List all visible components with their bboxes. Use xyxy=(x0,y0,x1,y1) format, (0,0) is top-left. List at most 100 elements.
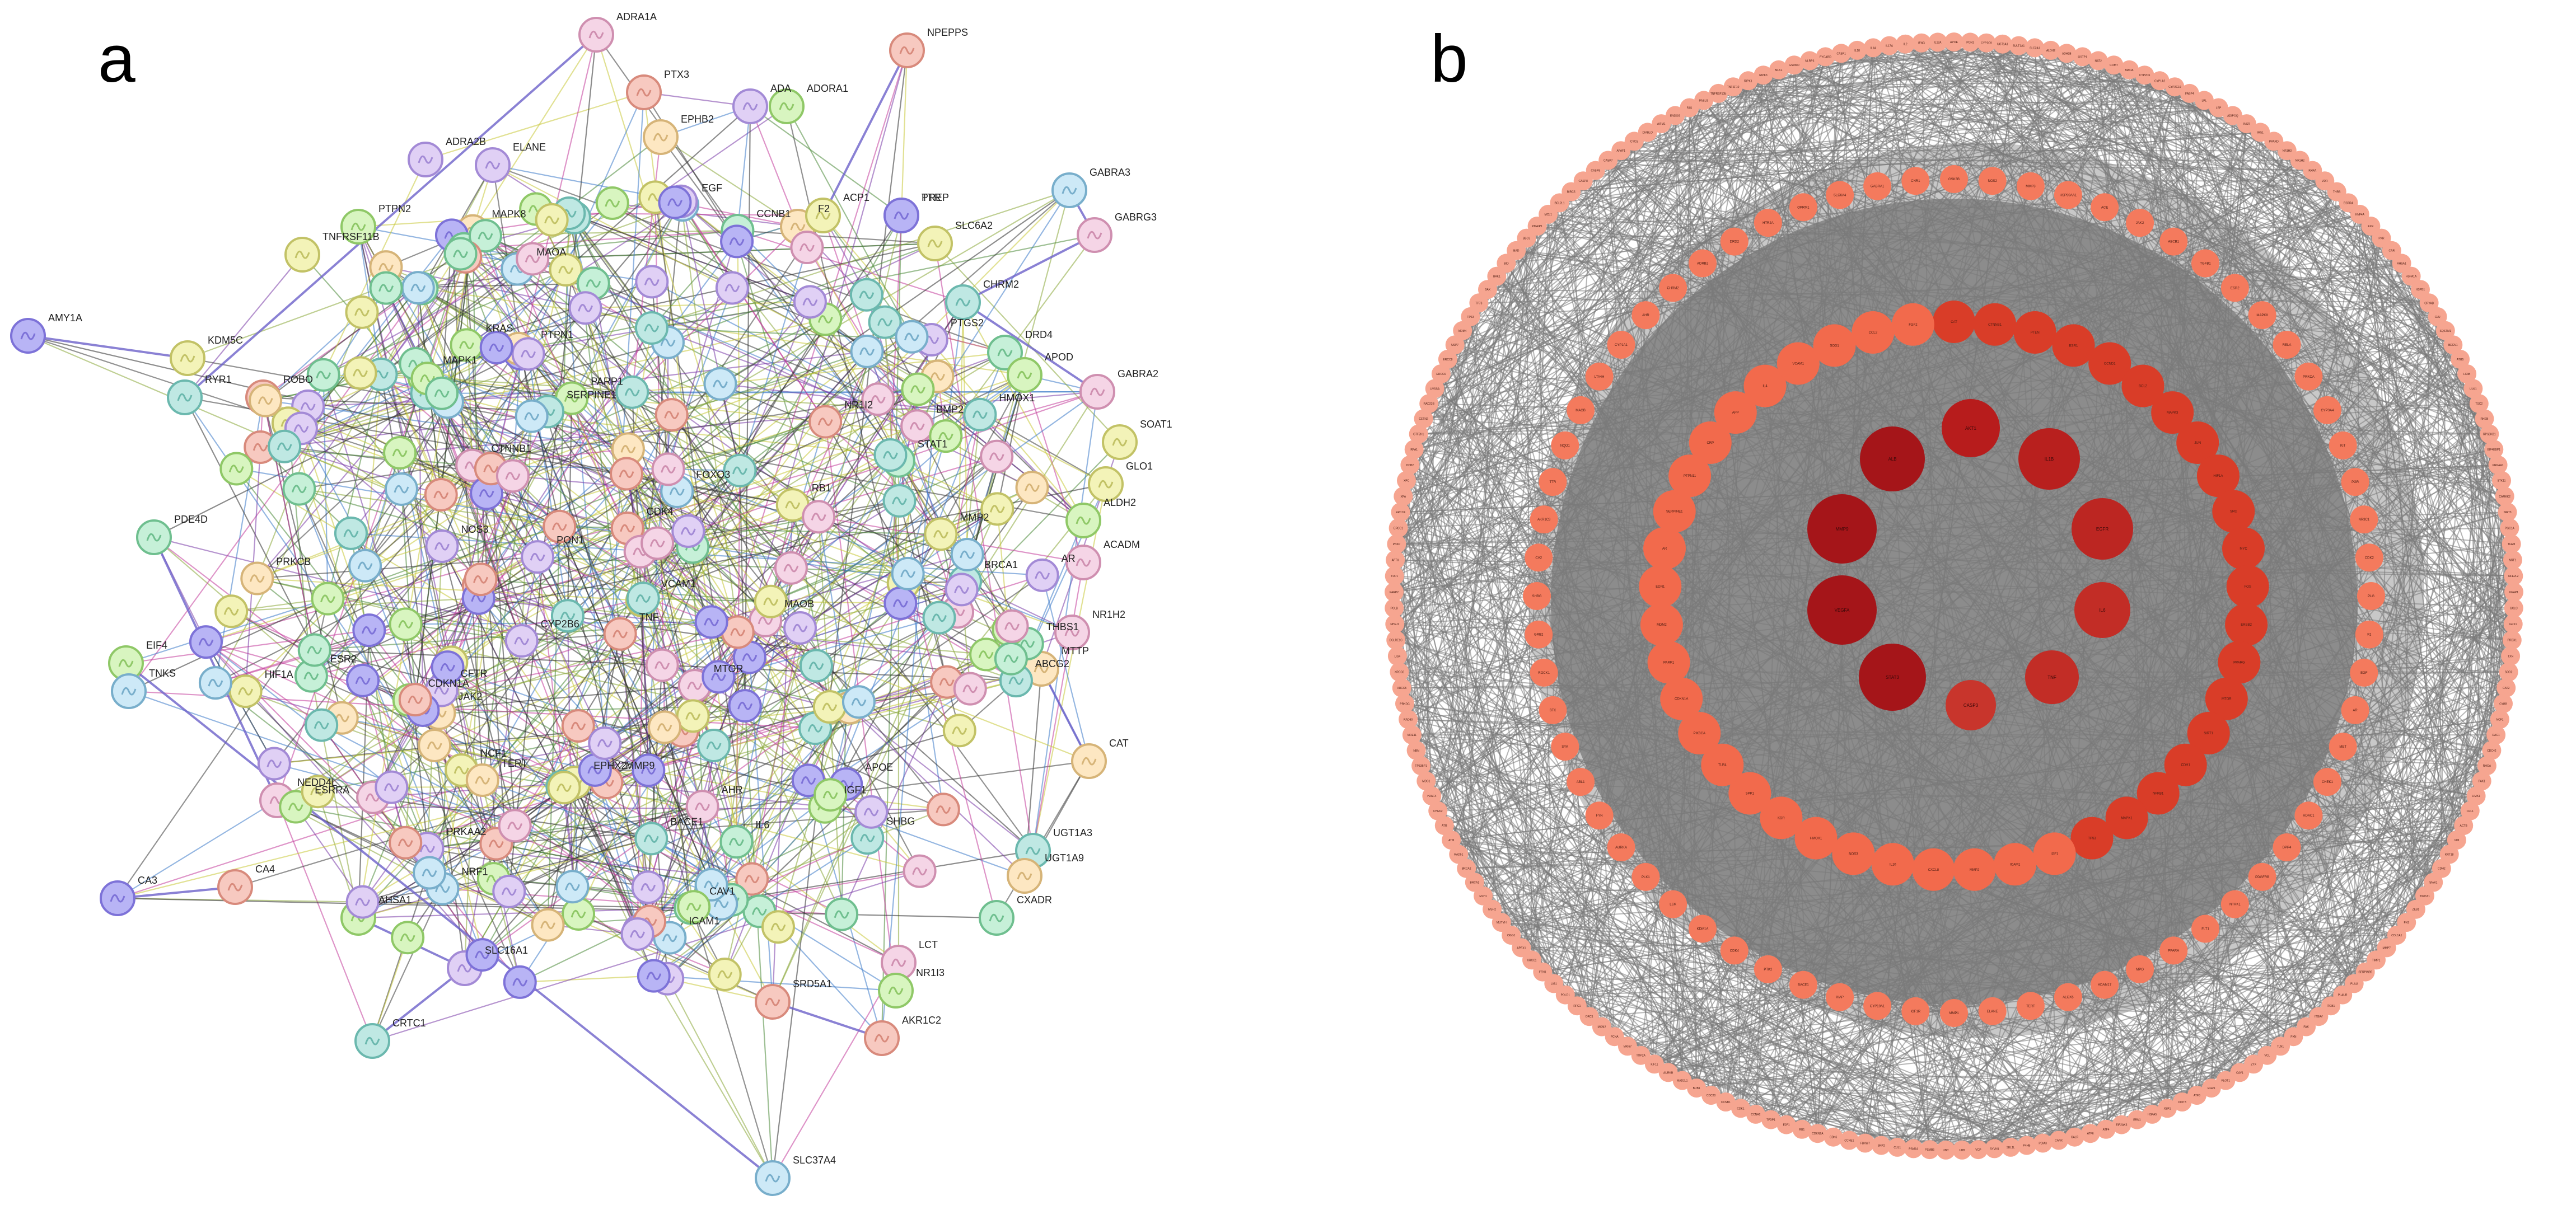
protein-node xyxy=(219,452,254,486)
node-label: EIF4 xyxy=(146,640,167,651)
ring-node-label: NQO1 xyxy=(1560,444,1570,448)
protein-node xyxy=(424,477,458,512)
ring-node: ABL1 xyxy=(1567,768,1595,796)
protein-node xyxy=(549,253,583,287)
ring-node: KDM1A xyxy=(1689,914,1717,943)
ring-node-label: NOS3 xyxy=(1849,852,1858,856)
ring-node: IGF1 xyxy=(2033,832,2076,875)
node-label: SOAT1 xyxy=(1140,419,1172,430)
ring-node-label: GCLC xyxy=(2510,607,2518,611)
ring-node-label: MMP7 xyxy=(2382,946,2391,950)
ring-node-label: LIG1 xyxy=(1551,982,1557,986)
ring-node-label: PAK1 xyxy=(2478,780,2485,783)
ring-node: CAT2 xyxy=(2496,678,2516,698)
ring-node: DPP4 xyxy=(2273,833,2301,861)
ring-node-label: OPRM1 xyxy=(1797,206,1810,209)
ring-node-label: ATF4 xyxy=(2103,1128,2110,1132)
protein-node xyxy=(626,74,662,110)
ring-node-label: BIRC5 xyxy=(1567,191,1575,194)
ring-node-label: STK11 xyxy=(2498,480,2506,483)
ring-node: AR xyxy=(2341,696,2369,724)
protein-node xyxy=(562,897,596,931)
ring-node-label: CYP3A4 xyxy=(2321,409,2334,412)
ring-node: OPRM1 xyxy=(1789,193,1817,222)
ring-node-label: BECN1 xyxy=(2448,344,2458,347)
ring-node-label: PNKP xyxy=(1393,543,1401,546)
protein-node xyxy=(929,419,963,453)
protein-node xyxy=(1077,217,1112,253)
ring-node-label: DPP4 xyxy=(2283,846,2292,850)
ring-node-label: CASP9 xyxy=(1591,170,1600,173)
protein-node xyxy=(1065,503,1101,538)
node-label: CRTC1 xyxy=(392,1017,426,1029)
ring-node-label: FLT1 xyxy=(2201,928,2209,931)
ring-node-label: HMOX1 xyxy=(1810,837,1822,841)
hub-node: MMP9 xyxy=(1807,494,1877,564)
ring-node-label: GSTP1 xyxy=(2078,55,2087,59)
ring-node-label: RAD50 xyxy=(1404,718,1413,721)
protein-node xyxy=(443,237,478,271)
network-nodes xyxy=(10,17,1138,1196)
ring-node-label: LPL xyxy=(2201,99,2206,102)
ring-node-label: CHEK2 xyxy=(1433,810,1443,813)
ring-node-label: SOD2 xyxy=(2505,671,2513,674)
ring-node-label: MAOB xyxy=(1575,409,1586,412)
ring-node: IL10 xyxy=(1871,843,1914,886)
ring-node-label: RAC1 xyxy=(2492,734,2500,737)
protein-node xyxy=(849,278,883,312)
ring-node-label: JUN xyxy=(2194,442,2201,445)
ring-node-label: NTRK1 xyxy=(2229,903,2241,907)
ring-node-label: EDN1 xyxy=(1656,585,1665,589)
ring-node-label: BUB1 xyxy=(1693,1087,1700,1090)
protein-node xyxy=(694,867,728,902)
ring-node-label: LIMK1 xyxy=(2472,795,2480,798)
ring-node-label: CDKN1A xyxy=(1675,698,1688,701)
hub-node: IL1B xyxy=(2018,428,2080,490)
ring-node-label: MUTYH xyxy=(1497,921,1507,925)
ring-node-label: CCL2 xyxy=(1869,331,1878,335)
ring-node-label: GSDMD xyxy=(1789,64,1799,67)
ring-node-label: KIF11 xyxy=(1651,1063,1658,1066)
node-label: APOD xyxy=(1045,351,1073,363)
ring-node: HTR2A xyxy=(1754,209,1782,237)
protein-node xyxy=(719,825,754,859)
protein-node xyxy=(643,119,679,155)
ring-node-label: MTOR xyxy=(2222,698,2232,701)
ring-node-label: IFNG xyxy=(1918,42,1925,45)
protein-node xyxy=(475,147,511,183)
ring-node-label: CAR xyxy=(2389,250,2395,253)
ring-node: MYC xyxy=(2222,527,2265,570)
protein-node xyxy=(1079,374,1115,410)
protein-node xyxy=(268,429,302,463)
ring-node-label: ACE xyxy=(2101,206,2108,209)
ring-node-label: FASLG xyxy=(1699,99,1708,102)
ring-node-label: CRP xyxy=(1707,442,1714,445)
node-label: ADORA1 xyxy=(807,83,848,94)
ring-node: PRKCA xyxy=(2294,362,2323,391)
protein-node xyxy=(189,625,223,659)
panel-label-b: b xyxy=(1430,21,1468,96)
node-label: RYR1 xyxy=(205,374,232,385)
protein-node xyxy=(808,405,843,439)
protein-node xyxy=(615,375,649,409)
ring-node-label: CNR1 xyxy=(1911,180,1920,183)
ring-node-label: MAD2L1 xyxy=(1677,1080,1688,1083)
protein-node xyxy=(980,492,1014,526)
protein-node xyxy=(769,88,805,124)
protein-node xyxy=(578,17,614,53)
hub-node-label: AKT1 xyxy=(1965,426,1977,431)
protein-node xyxy=(100,880,135,916)
ring-node-label: NFKB1 xyxy=(2153,792,2164,796)
node-label: PTX3 xyxy=(664,69,689,80)
ring-node: IL1A xyxy=(1863,38,1883,58)
protein-node xyxy=(755,1160,791,1196)
ring-node-label: XBP1 xyxy=(2164,1107,2171,1110)
ring-node-label: MKI67 xyxy=(1624,1045,1632,1048)
ring-node-label: CDH2 xyxy=(2438,867,2446,871)
protein-node xyxy=(297,633,331,667)
protein-node xyxy=(610,457,644,491)
ring-node-label: HIF1A xyxy=(2213,475,2223,478)
protein-node xyxy=(301,775,335,809)
ring-node-label: CCNA2 xyxy=(1751,1113,1760,1117)
